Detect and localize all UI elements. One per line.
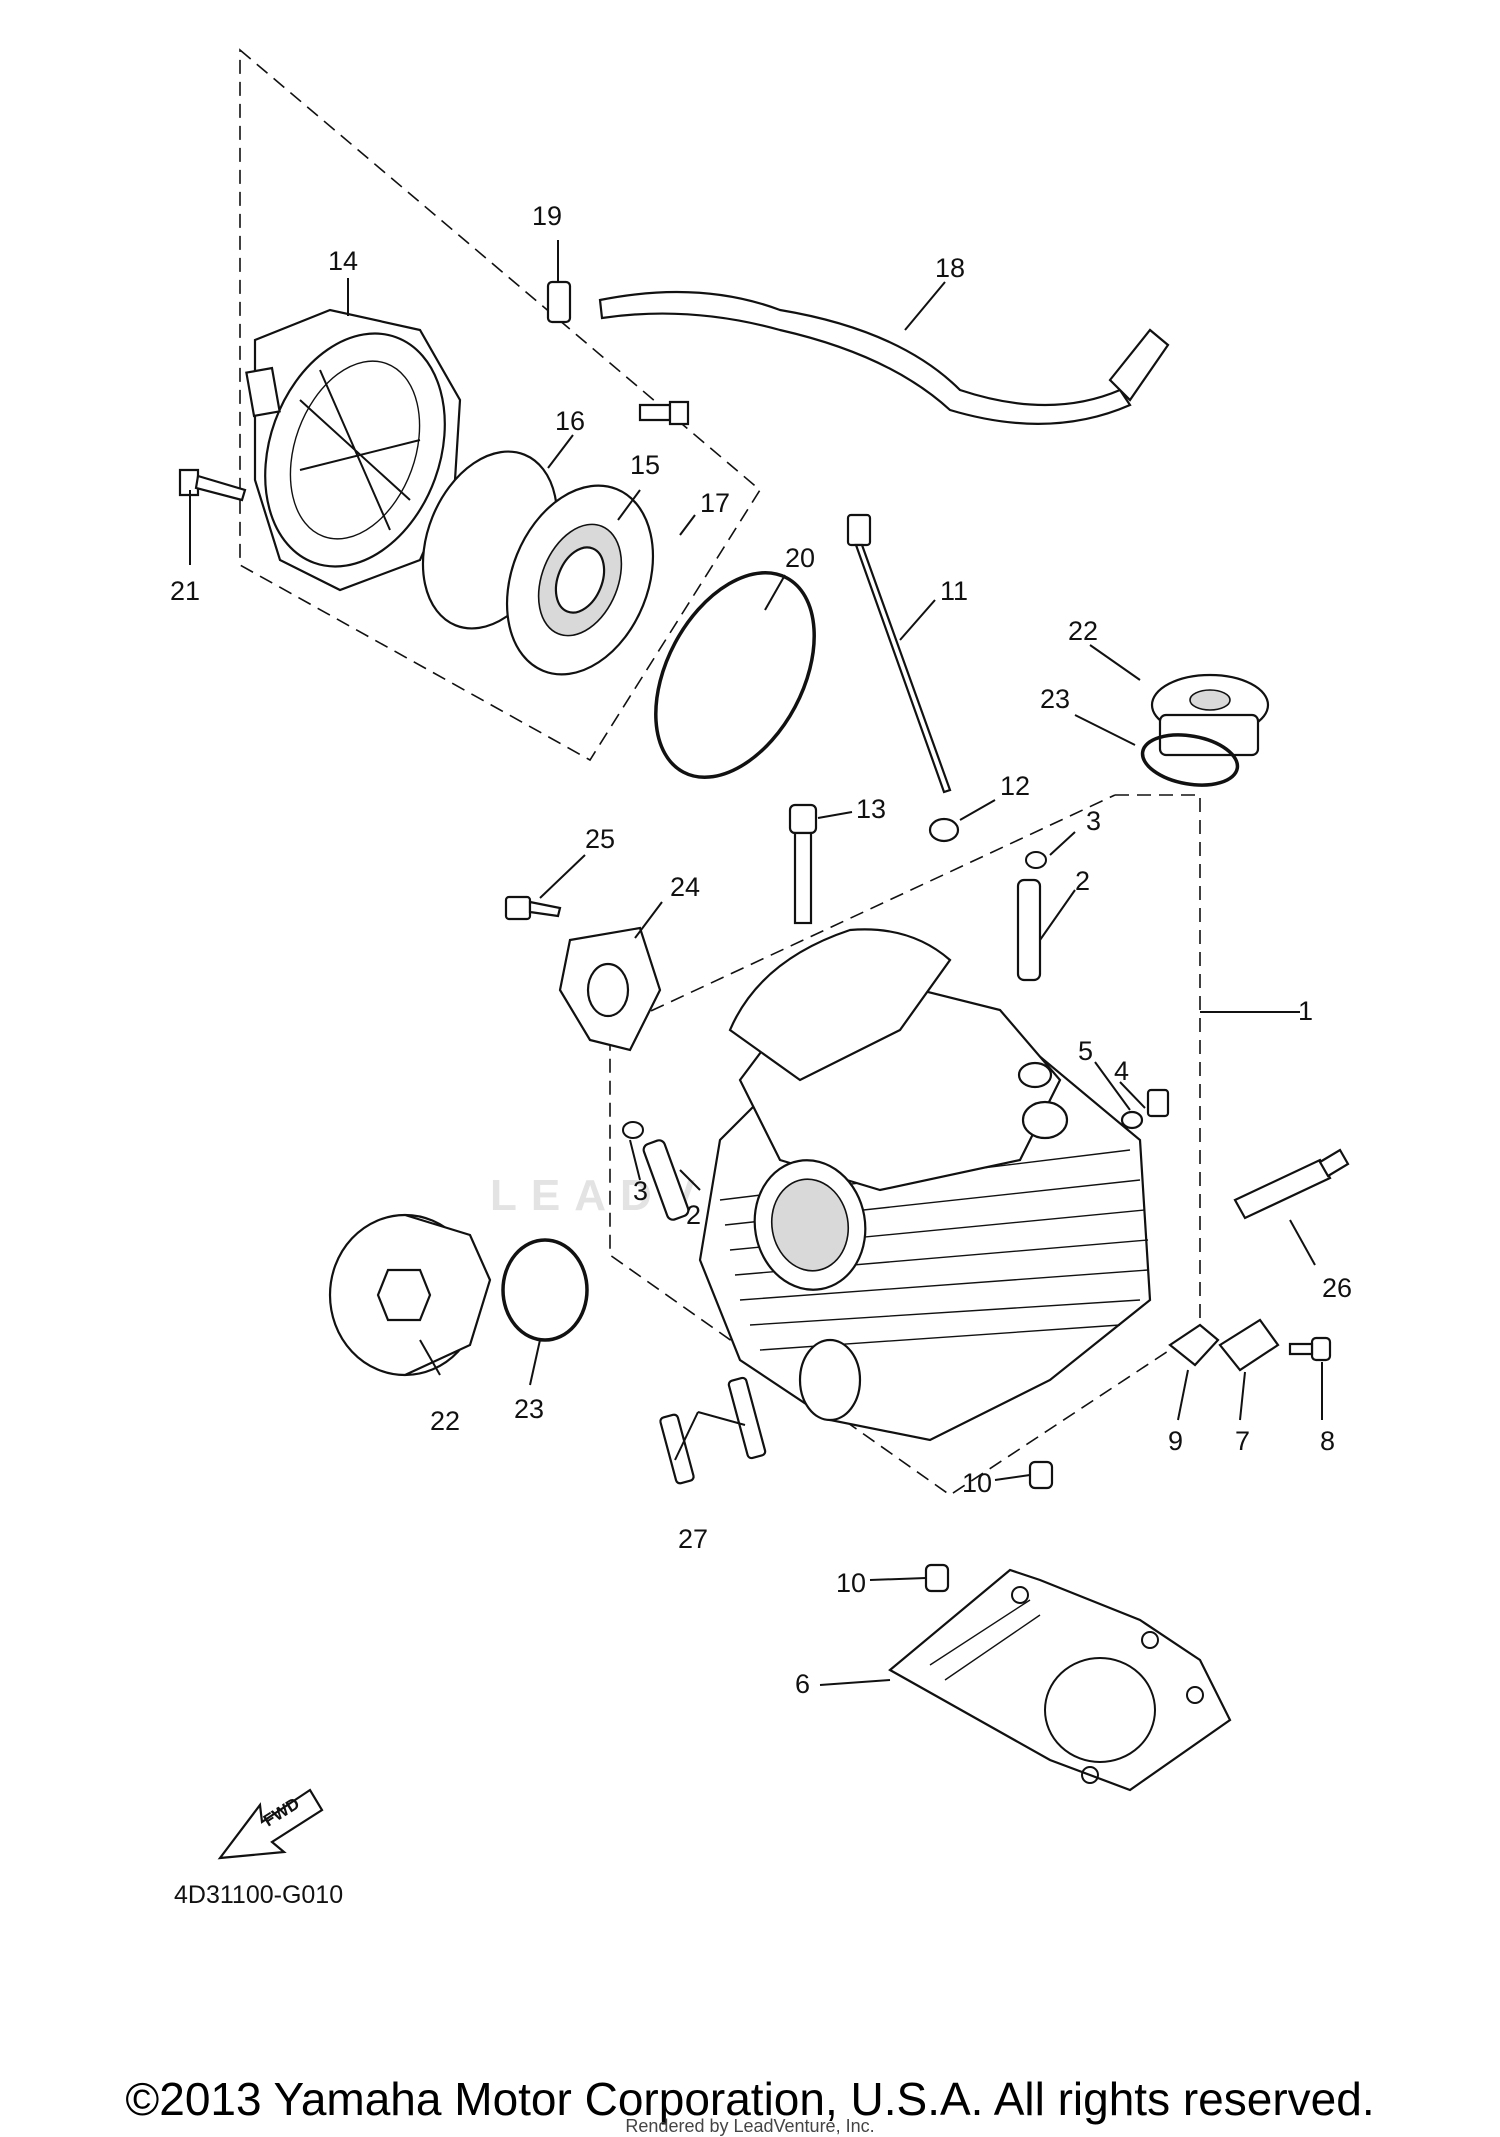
callout-4: 4 (1114, 1056, 1129, 1086)
callout-9: 9 (1168, 1426, 1183, 1456)
callout-6: 6 (795, 1669, 810, 1699)
callout-3-lower: 3 (633, 1176, 648, 1206)
callout-5: 5 (1078, 1036, 1093, 1066)
part-2-guide-lower (642, 1139, 690, 1221)
callout-15: 15 (630, 450, 660, 480)
part-17-bolt (638, 400, 690, 426)
part-26-spark-plug (1233, 1148, 1350, 1220)
part-8-bolt (1288, 1336, 1332, 1362)
callout-22-lower: 22 (430, 1406, 460, 1436)
callout-23-lower: 23 (514, 1394, 544, 1424)
part-13-bolt (788, 803, 818, 925)
callout-12: 12 (1000, 771, 1030, 801)
assembly-box-14 (239, 48, 762, 762)
part-20-oring (654, 571, 816, 779)
part-4-bolt (1146, 1088, 1170, 1118)
leader-lines (189, 240, 1323, 1686)
part-19-clamp (546, 280, 572, 324)
part-15-plate (505, 484, 655, 676)
part-7-gasket (1218, 1318, 1280, 1372)
part-11-bolt (846, 513, 952, 794)
callout-1: 1 (1298, 996, 1313, 1026)
callout-16: 16 (555, 406, 585, 436)
diagram-part-code: 4D31100-G010 (174, 1881, 343, 1909)
callout-2-lower: 2 (686, 1200, 701, 1230)
callout-20: 20 (785, 543, 815, 573)
part-25-bolt (504, 895, 562, 921)
callout-13: 13 (856, 794, 886, 824)
callout-8: 8 (1320, 1426, 1335, 1456)
copyright-notice: ©2013 Yamaha Motor Corporation, U.S.A. A… (125, 2073, 1375, 2125)
part-23-oring-upper (1140, 733, 1240, 787)
callout-17: 17 (700, 488, 730, 518)
part-14-housing (245, 308, 462, 592)
rendered-by-note: Rendered by LeadVenture, Inc. (625, 2116, 875, 2136)
callout-2-upper: 2 (1075, 866, 1090, 896)
callout-11: 11 (940, 576, 968, 606)
part-22-cap-left (328, 1213, 492, 1377)
callout-10-lower: 10 (836, 1568, 866, 1598)
part-12-washer (928, 817, 960, 843)
part-6-head-gasket (888, 1568, 1232, 1792)
part-10-dowel-upper (1028, 1460, 1054, 1490)
part-1-cylinder-head (698, 928, 1152, 1442)
part-21-bolt (178, 468, 247, 502)
fwd-arrow: FWD (217, 1788, 324, 1860)
callout-19: 19 (532, 201, 562, 231)
part-2-guide-upper (1016, 878, 1042, 982)
callout-21: 21 (170, 576, 200, 606)
callout-10-upper: 10 (962, 1468, 992, 1498)
part-22-cap-upper (1150, 673, 1270, 757)
part-9-gasket (1168, 1323, 1220, 1367)
part-24-bracket (558, 926, 662, 1052)
callout-24: 24 (670, 872, 700, 902)
part-23-oring-left (501, 1238, 589, 1342)
callout-25: 25 (585, 824, 615, 854)
callout-7: 7 (1235, 1426, 1250, 1456)
part-3-clip-upper (1025, 851, 1047, 869)
callout-27: 27 (678, 1524, 708, 1554)
callout-14: 14 (328, 246, 358, 276)
part-27-studs (659, 1376, 767, 1485)
callout-labels: 1 2 2 3 3 4 5 6 7 8 9 10 10 11 12 13 14 … (170, 201, 1352, 1699)
part-18-hose (598, 290, 1170, 425)
callout-23-upper: 23 (1040, 684, 1070, 714)
callout-3-upper: 3 (1086, 806, 1101, 836)
callout-26: 26 (1322, 1273, 1352, 1303)
part-3-clip-lower (622, 1121, 644, 1139)
part-5-washer (1120, 1110, 1144, 1130)
callout-18: 18 (935, 253, 965, 283)
part-10-dowel-lower (924, 1563, 950, 1593)
callout-22-upper: 22 (1068, 616, 1098, 646)
